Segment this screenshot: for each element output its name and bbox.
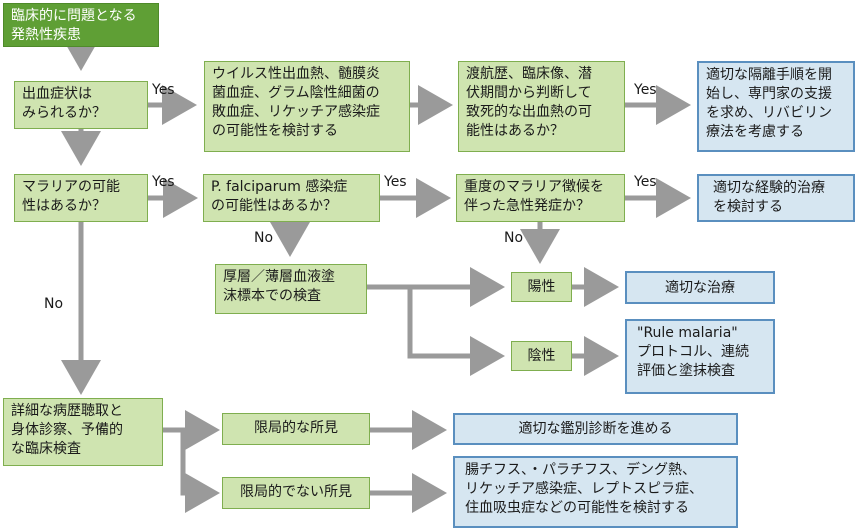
- label-yes-bleeding: Yes: [152, 82, 175, 98]
- label-yes-malaria: Yes: [152, 174, 175, 190]
- malaria-question: マラリアの可能 性はあるか？: [14, 174, 148, 222]
- label-no-severe: No: [504, 230, 524, 246]
- bleeding-question: 出血症状は みられるか？: [14, 81, 148, 129]
- pf-question: P. falciparum 感染症 の可能性はあるか？: [203, 174, 380, 222]
- fatal-hf-question: 渡航歴、臨床像、潜 伏期間から判断して 致死的な出血熱の可 能性はあるか？: [458, 61, 625, 152]
- isolation-outcome: 適切な隔離手順を開 始し、専門家の支援 を求め、リバビリン 療法を考慮する: [697, 61, 855, 152]
- start-node: 臨床的に問題となる 発熱性疾患: [3, 3, 159, 47]
- label-yes-pf: Yes: [384, 174, 407, 190]
- label-no-malaria: No: [44, 296, 64, 312]
- empiric-outcome: 適切な経験的治療 を検討する: [697, 174, 855, 222]
- positive-node: 陽性: [511, 272, 572, 302]
- viral-hf-node: ウイルス性出血熱、髄膜炎 菌血症、グラム陰性細菌の 敗血症、リケッチア感染症 の…: [204, 61, 410, 152]
- nonlocalized-findings-node: 限局的でない所見: [222, 477, 370, 509]
- rule-malaria-outcome: "Rule malaria" プロトコル、連続 評価と塗抹検査: [625, 319, 775, 394]
- label-no-pf: No: [254, 230, 274, 246]
- localized-findings-node: 限局的な所見: [222, 413, 370, 445]
- label-yes-fatal: Yes: [634, 82, 657, 98]
- smear-node: 厚層／薄層血液塗 沫標本での検査: [215, 264, 367, 314]
- differential-outcome: 適切な鑑別診断を進める: [453, 413, 738, 445]
- label-yes-severe: Yes: [634, 174, 657, 190]
- arrow-smear-negative: [407, 287, 505, 376]
- history-exam-node: 詳細な病歴聴取と 身体診察、予備的 な臨床検査: [3, 398, 163, 466]
- severe-malaria-question: 重度のマラリア徴候を 伴った急性発症か？: [456, 174, 625, 222]
- negative-node: 陰性: [511, 341, 572, 371]
- treatment-outcome: 適切な治療: [625, 271, 775, 304]
- typhoid-outcome: 腸チフス、・パラチフス、デング熱、 リケッチア感染症、レプトスピラ症、 住血吸虫…: [453, 456, 738, 528]
- arrow-history-nonlocalized: [180, 430, 220, 513]
